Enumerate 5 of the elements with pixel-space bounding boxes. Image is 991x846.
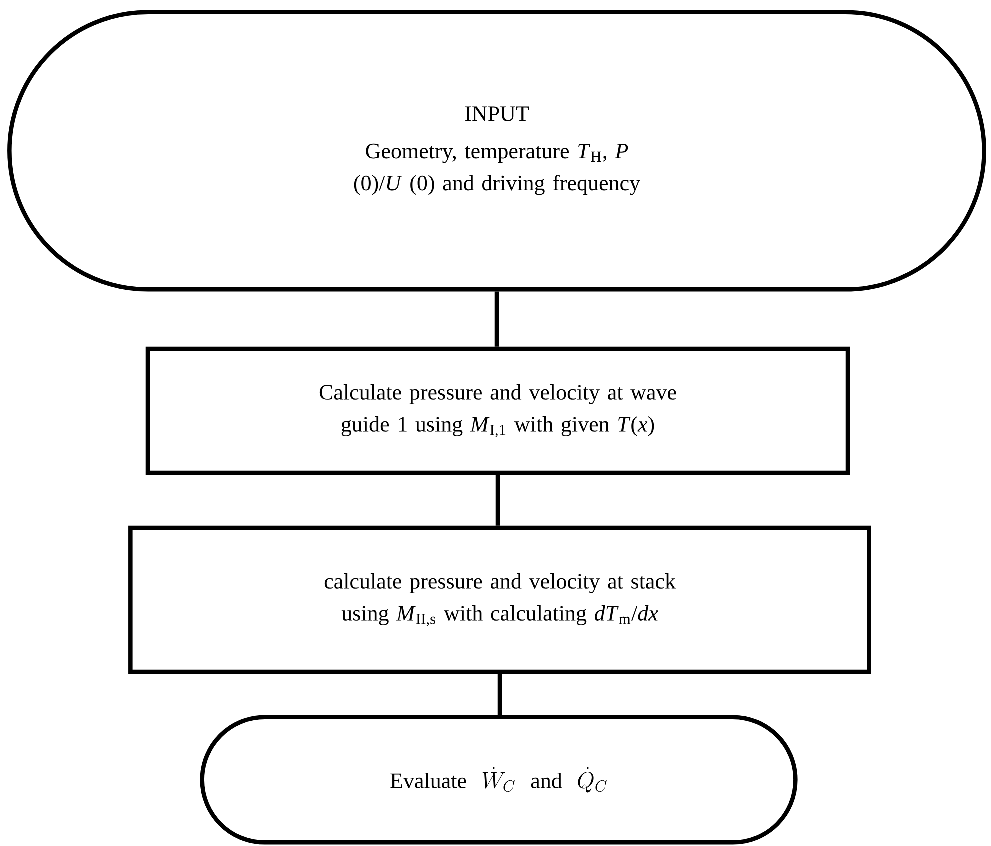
- connector-line: [494, 292, 500, 347]
- connector-line: [498, 674, 502, 716]
- connector-line: [496, 475, 500, 526]
- process-box: calculate pressure and velocity at stack using M$_{II,s}$ with calculating dT$_{m}$/dx: [128, 526, 872, 674]
- process-box: Calculate pressure and velocity at wave guide 1 using M$_{I,1}$ with given T(x): [146, 346, 850, 476]
